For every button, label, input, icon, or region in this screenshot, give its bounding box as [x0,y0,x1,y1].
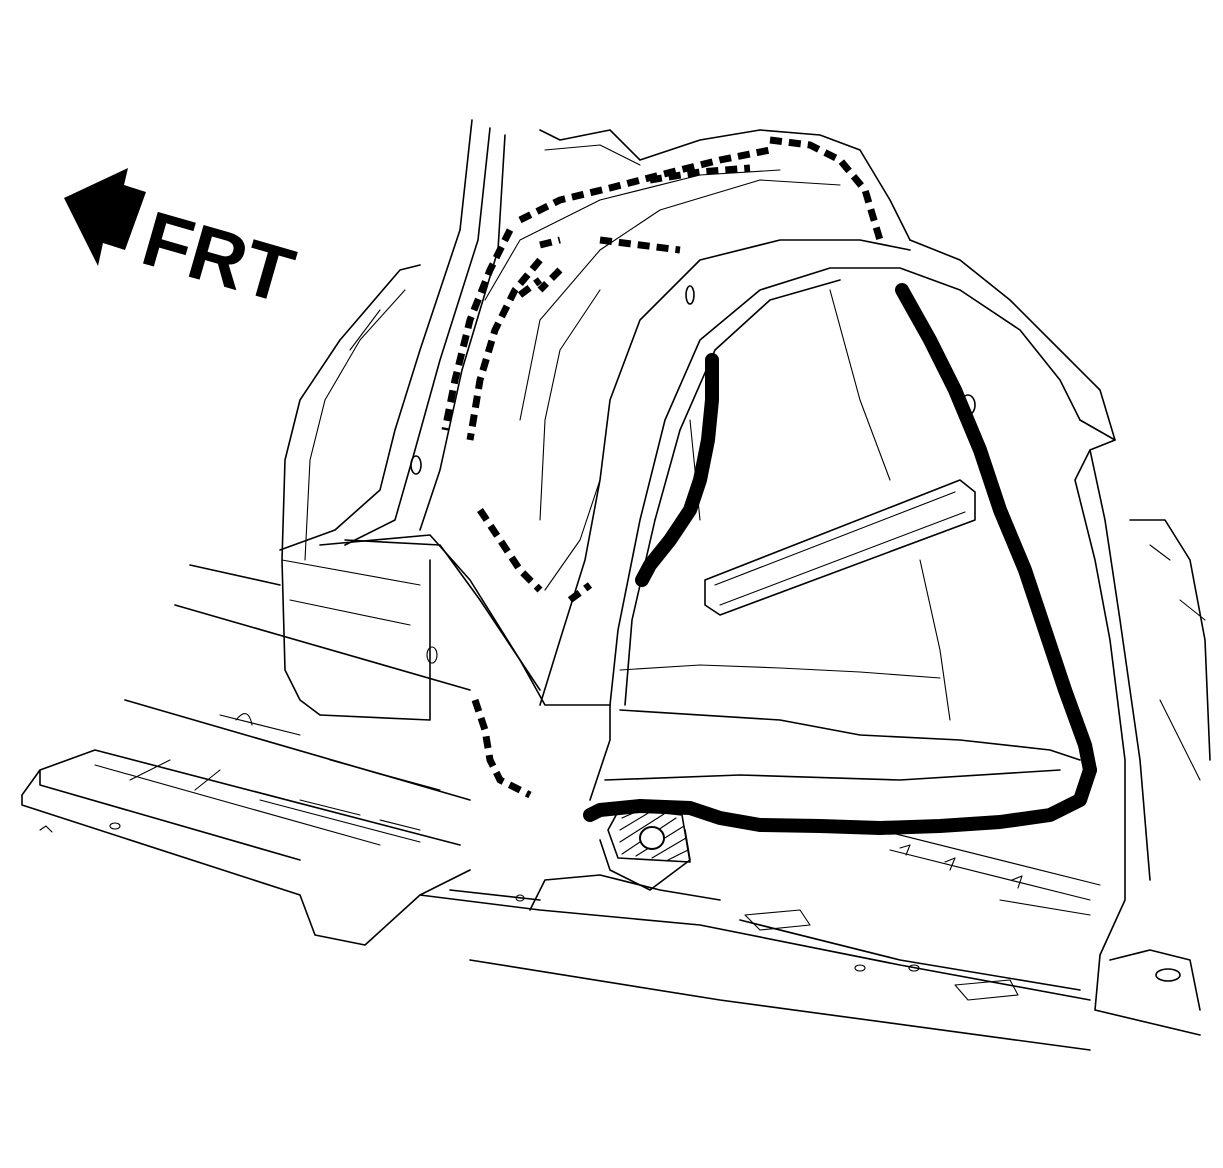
bracket-hole [639,826,665,850]
floor-panel [21,564,471,946]
front-direction-indicator: FRT [64,168,303,320]
rear-body-right [1074,419,1211,1036]
front-direction-label: FRT [133,194,303,320]
rear-floor-pan [419,829,1101,1051]
front-arrow-icon [64,168,146,266]
spot-weld-marks [441,136,884,799]
mount-bracket [607,807,691,863]
sealer-bead [583,283,1097,835]
wheelhouse-brace [704,479,976,616]
wheelhouse-panel [484,169,1116,801]
quarter-panel [279,119,911,721]
